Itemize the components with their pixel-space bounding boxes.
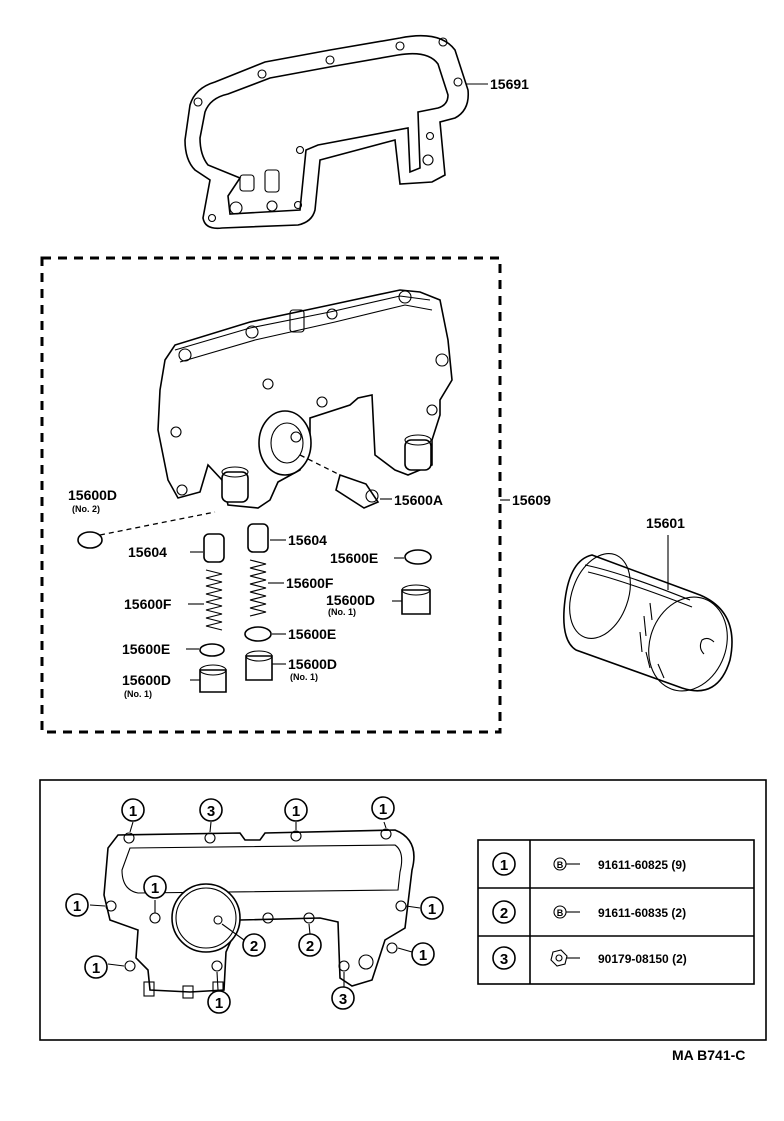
label-plug-d-center: 15600D	[288, 656, 337, 672]
gasket-15691: 15691	[184, 34, 529, 230]
table-row: 2 B 91611-60835 (2)	[492, 900, 686, 924]
svg-text:3: 3	[207, 803, 215, 820]
callout-1: 1	[143, 875, 167, 899]
bolt-part-number: 91611-60825 (9)	[598, 858, 686, 872]
label-plug-no2-note: (No. 2)	[72, 504, 100, 514]
svg-text:2: 2	[306, 938, 314, 955]
bolt-symbol: B	[557, 908, 564, 918]
svg-text:1: 1	[92, 960, 100, 977]
bolt-part-number: 91611-60835 (2)	[598, 906, 686, 920]
label-adapter-assy: 15609	[512, 492, 551, 508]
relief-valve-stack-right: 15600E 15600D (No. 1)	[326, 549, 432, 617]
svg-text:1: 1	[292, 803, 300, 820]
svg-text:1: 1	[419, 947, 427, 964]
label-plug-d-left-note: (No. 1)	[124, 689, 152, 699]
svg-text:3: 3	[500, 951, 508, 968]
callout-1: 1	[121, 798, 145, 822]
svg-text:1: 1	[151, 880, 159, 897]
svg-text:2: 2	[500, 905, 508, 922]
callout-1: 1	[420, 896, 444, 920]
table-row: 1 B 91611-60825 (9)	[492, 852, 686, 876]
svg-text:1: 1	[129, 803, 137, 820]
bolt-location-box: 1 3 1 1 1 1 2 2 1 1 1 1 3	[39, 779, 767, 1041]
label-spring-left: 15600F	[124, 596, 172, 612]
bolt-table: 1 B 91611-60825 (9) 2 B 91611-60835 (2) …	[477, 839, 755, 985]
svg-text:1: 1	[379, 801, 387, 818]
oil-cooler-adapter	[157, 289, 453, 509]
label-washer-e-left: 15600E	[122, 641, 170, 657]
callout-1: 1	[84, 955, 108, 979]
callout-2: 2	[242, 933, 266, 957]
callout-1: 1	[371, 796, 395, 820]
label-gasket: 15691	[490, 76, 529, 92]
label-plug-d-center-note: (No. 1)	[290, 672, 318, 682]
label-plug-no2: 15600D	[68, 487, 117, 503]
assembly-box: 15609	[40, 256, 551, 734]
bolt-part-number: 90179-08150 (2)	[598, 952, 687, 966]
relief-valve-stack-center: 15604 15600F 15600E 15600D (No. 1)	[244, 523, 337, 682]
label-plug-a: 15600A	[394, 492, 443, 508]
label-plug-d-right: 15600D	[326, 592, 375, 608]
label-washer-e-right-top: 15600E	[330, 550, 378, 566]
svg-text:1: 1	[215, 995, 223, 1012]
oil-filter-15601: 15601	[563, 515, 733, 692]
footer-code: MA B741-C	[672, 1047, 745, 1063]
flange-nut-icon	[550, 949, 568, 967]
table-row: 3 90179-08150 (2)	[492, 946, 687, 970]
label-washer-e-right: 15600E	[288, 626, 336, 642]
svg-text:1: 1	[73, 898, 81, 915]
svg-text:1: 1	[500, 857, 508, 874]
callout-1: 1	[411, 942, 435, 966]
plug-15600d-no2: 15600D (No. 2)	[68, 487, 216, 549]
callout-3: 3	[199, 798, 223, 822]
svg-text:2: 2	[250, 938, 258, 955]
label-plug-d-left: 15600D	[122, 672, 171, 688]
label-spring-right: 15600F	[286, 575, 334, 591]
svg-text:3: 3	[339, 991, 347, 1008]
label-valve-right: 15604	[288, 532, 327, 548]
callout-1: 1	[207, 990, 231, 1014]
label-oil-filter: 15601	[646, 515, 685, 531]
callout-3: 3	[331, 986, 355, 1010]
callout-1: 1	[284, 798, 308, 822]
callout-1: 1	[65, 893, 89, 917]
callout-2: 2	[298, 933, 322, 957]
relief-valve-stack-left: 15604 15600F 15600E 15600D (No. 1)	[122, 533, 227, 699]
plug-15600a: 15600A	[299, 454, 443, 509]
label-plug-d-right-note: (No. 1)	[328, 607, 356, 617]
label-valve-left: 15604	[128, 544, 167, 560]
svg-text:1: 1	[428, 901, 436, 918]
bolt-symbol: B	[557, 860, 564, 870]
